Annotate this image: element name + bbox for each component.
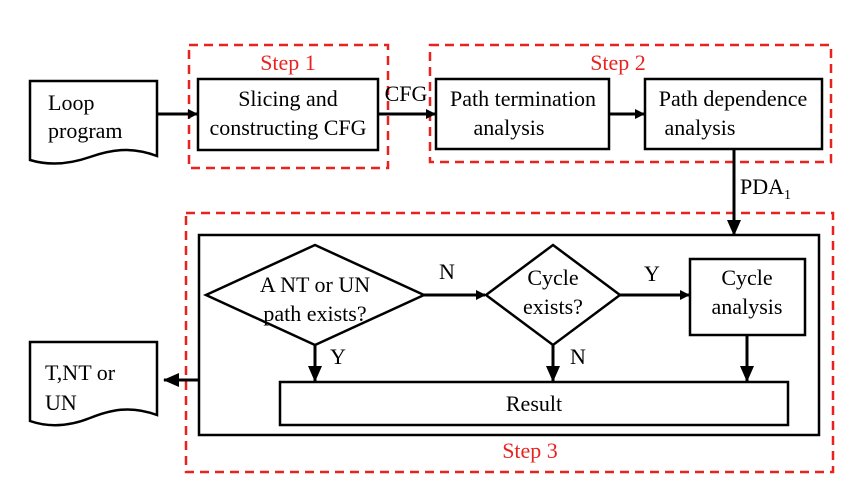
cycle-exists-line2: exists? [523, 294, 583, 319]
cfg-edge-label: CFG [385, 81, 428, 106]
output-line2: UN [45, 390, 77, 415]
pda-edge-label: PDA1 [740, 174, 791, 203]
loop-program-line1: Loop [48, 90, 94, 115]
step2-container [428, 43, 833, 164]
y-edge-label-2: Y [644, 261, 660, 286]
path-termination-line2: analysis [474, 115, 545, 140]
slicing-line2: constructing CFG [209, 115, 366, 140]
n-edge-label-2: N [570, 344, 586, 369]
step2-label: Step 2 [590, 50, 646, 75]
y-edge-label-1: Y [330, 344, 346, 369]
output-line1: T,NT or [45, 360, 116, 385]
cycle-exists-line1: Cycle [527, 265, 578, 290]
cycle-analysis-box [688, 257, 807, 337]
nt-un-decision-line1: A NT or UN [260, 272, 370, 297]
n-edge-label-1: N [439, 259, 455, 284]
path-dependence-line2: analysis [665, 115, 736, 140]
step3-container [184, 211, 835, 474]
step3-label: Step 3 [502, 438, 558, 463]
path-termination-line1: Path termination [450, 86, 596, 111]
nt-un-decision-line2: path exists? [263, 301, 366, 326]
result-box [278, 380, 790, 427]
step1-container [187, 43, 390, 170]
step1-label: Step 1 [260, 50, 316, 75]
cycle-analysis-line1: Cycle [721, 265, 772, 290]
slicing-box [196, 77, 380, 152]
path-dependence-line1: Path dependence [659, 86, 807, 111]
slicing-line1: Slicing and [238, 86, 338, 111]
cycle-analysis-line2: analysis [712, 294, 783, 319]
loop-program-line2: program [48, 118, 123, 143]
output-document [28, 340, 159, 427]
loop-program-document [28, 79, 159, 165]
result-label: Result [506, 391, 562, 416]
